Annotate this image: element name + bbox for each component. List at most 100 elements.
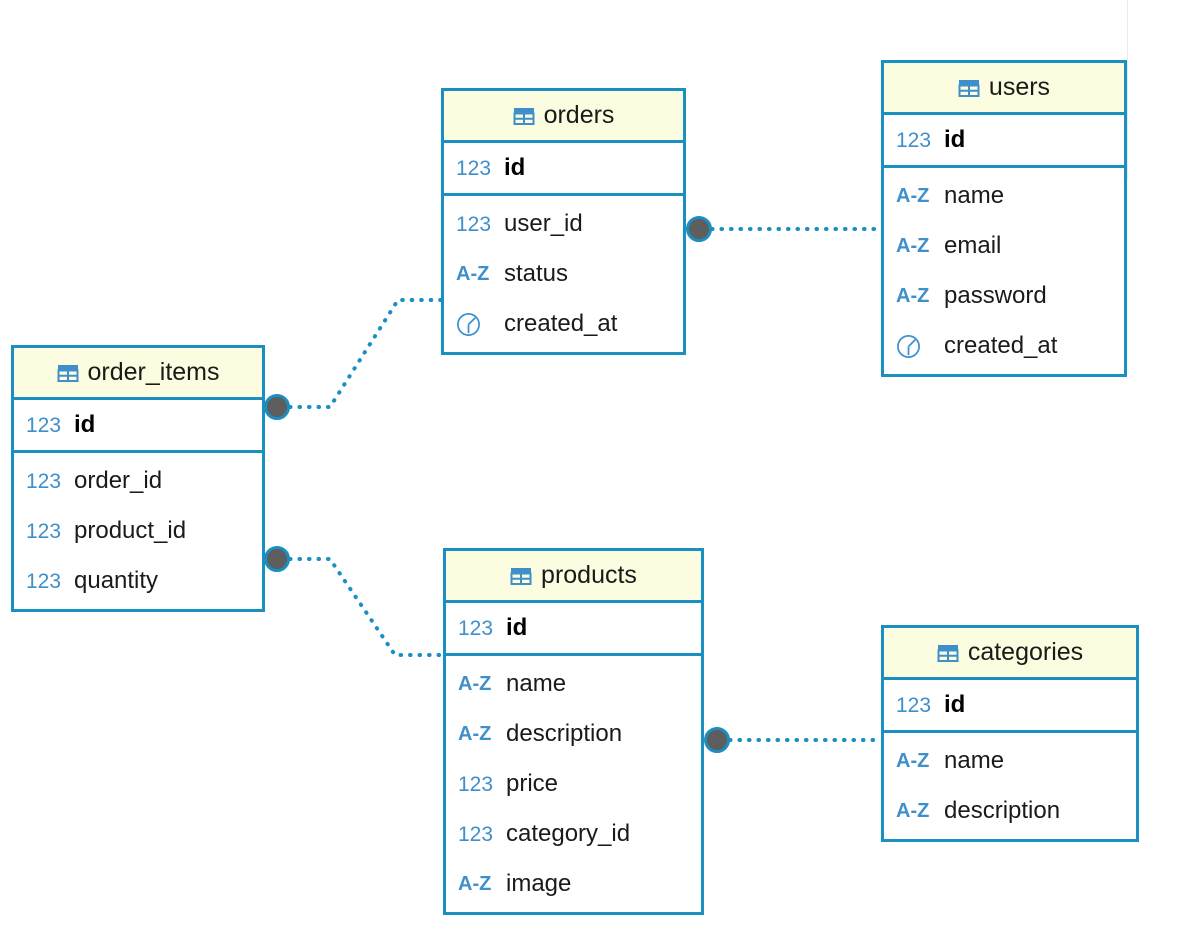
type-number-icon: 123 <box>26 413 62 437</box>
primary-key-row[interactable]: 123 id <box>446 603 701 653</box>
relationship-endpoint-order_items-products[interactable] <box>264 546 290 572</box>
type-number-icon: 123 <box>26 469 62 493</box>
column-name: category_id <box>506 820 631 847</box>
column-row[interactable]: A-Z email <box>884 221 1124 271</box>
table-icon <box>510 567 532 585</box>
table-title: orders <box>543 101 615 129</box>
primary-key-section: 123 id <box>444 143 683 196</box>
type-clock-icon <box>896 334 934 359</box>
table-title: order_items <box>87 358 220 386</box>
type-string-icon: A-Z <box>458 873 492 895</box>
table-icon <box>958 79 980 97</box>
primary-key-section: 123 id <box>446 603 701 656</box>
column-row[interactable]: created_at <box>444 299 683 349</box>
type-number-icon: 123 <box>896 693 932 717</box>
table-header-orders[interactable]: orders <box>444 91 683 143</box>
relationship-endpoint-products-categories[interactable] <box>704 727 730 753</box>
column-name: order_id <box>74 467 163 494</box>
primary-key-row[interactable]: 123 id <box>14 400 262 450</box>
column-row[interactable]: A-Z password <box>884 271 1124 321</box>
table-icon <box>937 644 959 662</box>
canvas-guide-line <box>1127 0 1128 180</box>
column-name: id <box>74 411 96 438</box>
relationship-line-order_items-products <box>288 557 445 657</box>
type-string-icon: A-Z <box>456 263 490 285</box>
clock-icon <box>457 312 480 336</box>
column-name: name <box>944 182 1005 209</box>
column-row[interactable]: created_at <box>884 321 1124 371</box>
table-node-order_items[interactable]: order_items 123 id 123 order_id 123 product_id… <box>11 345 265 612</box>
type-number-icon: 123 <box>456 156 492 180</box>
column-name: price <box>506 770 559 797</box>
table-header-products[interactable]: products <box>446 551 701 603</box>
column-name: email <box>944 232 1002 259</box>
primary-key-row[interactable]: 123 id <box>884 115 1124 165</box>
type-number-icon: 123 <box>458 616 494 640</box>
column-name: product_id <box>74 517 187 544</box>
relationship-endpoint-order_items-orders[interactable] <box>264 394 290 420</box>
table-icon <box>513 107 535 125</box>
column-row[interactable]: 123 product_id <box>14 506 262 556</box>
column-name: created_at <box>944 332 1058 359</box>
column-name: id <box>944 126 966 153</box>
type-string-icon: A-Z <box>458 723 492 745</box>
type-number-icon: 123 <box>26 569 62 593</box>
column-row[interactable]: 123 price <box>446 759 701 809</box>
table-header-users[interactable]: users <box>884 63 1124 115</box>
column-row[interactable]: 123 order_id <box>14 456 262 506</box>
table-header-order_items[interactable]: order_items <box>14 348 262 400</box>
column-name: created_at <box>504 310 618 337</box>
column-name: id <box>506 614 528 641</box>
type-string-icon: A-Z <box>896 235 930 257</box>
type-string-icon: A-Z <box>896 185 930 207</box>
primary-key-row[interactable]: 123 id <box>884 680 1136 730</box>
relationship-line-order_items-orders <box>288 298 443 409</box>
column-name: description <box>944 797 1061 824</box>
type-string-icon: A-Z <box>896 285 930 307</box>
table-title: products <box>541 561 637 589</box>
column-row[interactable]: A-Z name <box>446 659 701 709</box>
column-name: description <box>506 720 623 747</box>
column-row[interactable]: A-Z description <box>446 709 701 759</box>
column-row[interactable]: 123 category_id <box>446 809 701 859</box>
column-name: password <box>944 282 1047 309</box>
column-row[interactable]: A-Z name <box>884 171 1124 221</box>
primary-key-section: 123 id <box>884 115 1124 168</box>
column-row[interactable]: A-Z description <box>884 786 1136 836</box>
column-row[interactable]: A-Z status <box>444 249 683 299</box>
column-name: name <box>944 747 1005 774</box>
column-name: name <box>506 670 567 697</box>
table-title: users <box>988 73 1051 101</box>
type-number-icon: 123 <box>458 822 494 846</box>
primary-key-section: 123 id <box>884 680 1136 733</box>
type-clock-icon <box>456 312 494 337</box>
primary-key-section: 123 id <box>14 400 262 453</box>
table-header-categories[interactable]: categories <box>884 628 1136 680</box>
type-number-icon: 123 <box>458 772 494 796</box>
primary-key-row[interactable]: 123 id <box>444 143 683 193</box>
relationship-endpoint-orders-users[interactable] <box>686 216 712 242</box>
table-icon <box>57 364 78 382</box>
type-number-icon: 123 <box>896 128 932 152</box>
type-string-icon: A-Z <box>896 800 930 822</box>
type-string-icon: A-Z <box>458 673 492 695</box>
column-name: status <box>504 260 569 287</box>
column-name: id <box>504 154 526 181</box>
type-number-icon: 123 <box>456 212 492 236</box>
table-title: categories <box>967 638 1084 666</box>
type-number-icon: 123 <box>26 519 62 543</box>
column-name: id <box>944 691 966 718</box>
